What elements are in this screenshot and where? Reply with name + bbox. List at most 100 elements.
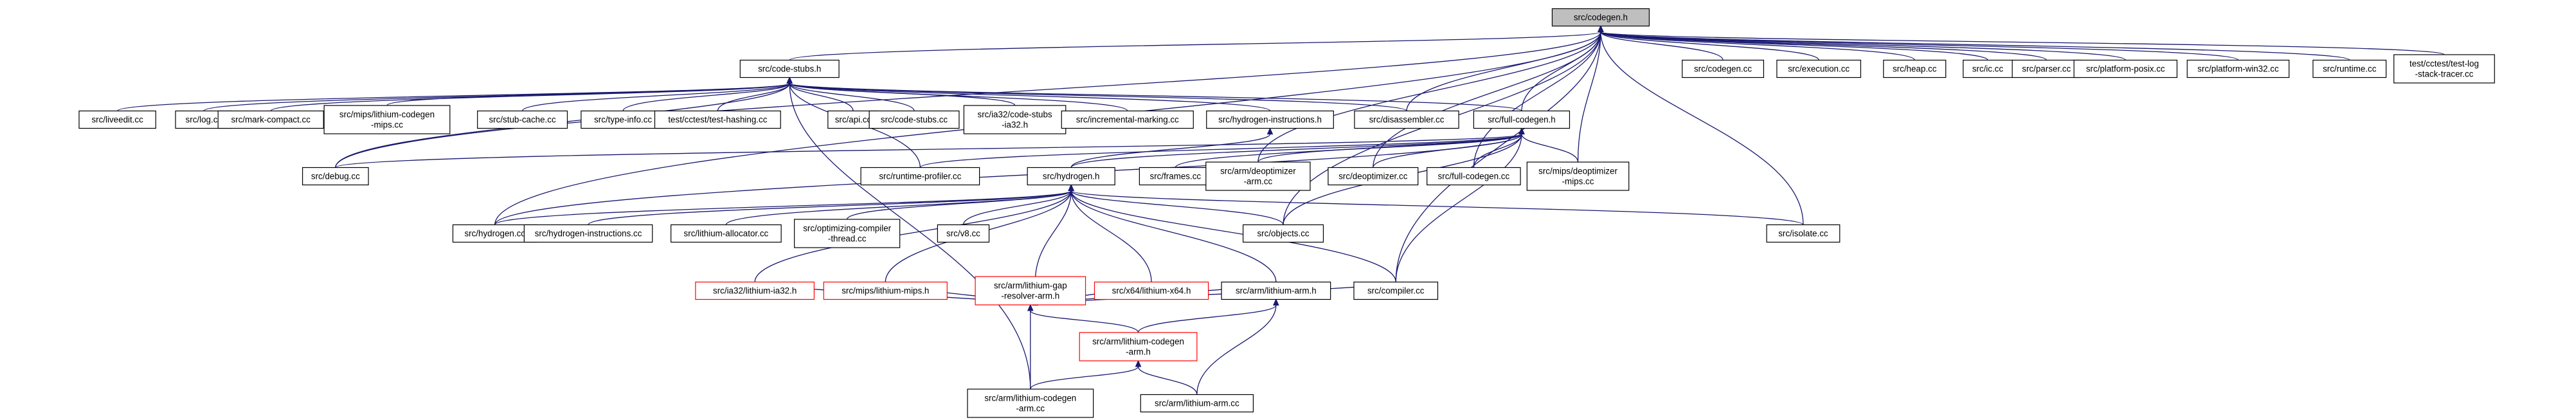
node-disassembler-cc[interactable]: src/disassembler.cc bbox=[1354, 110, 1459, 129]
node-hydrogen-instructions-cc[interactable]: src/hydrogen-instructions.cc bbox=[523, 224, 653, 243]
node-box bbox=[1353, 281, 1439, 300]
edge-mips_deoptimizer_cc-to-codegen_h bbox=[1577, 25, 1604, 163]
node-label: src/v8.cc bbox=[946, 229, 980, 239]
node-type-info-cc[interactable]: src/type-info.cc bbox=[581, 110, 665, 129]
node-label: -ia32.h bbox=[1002, 120, 1028, 130]
node-arm-lithium-codegen-cc[interactable]: src/arm/lithium-codegen-arm.cc bbox=[967, 388, 1094, 418]
node-test-hashing-cc[interactable]: test/cctest/test-hashing.cc bbox=[654, 110, 781, 129]
node-label: src/arm/deoptimizer bbox=[1220, 167, 1296, 176]
node-box bbox=[1243, 224, 1324, 243]
node-frames-cc[interactable]: src/frames.cc bbox=[1139, 167, 1212, 186]
node-arm-lithium-arm-h[interactable]: src/arm/lithium-arm.h bbox=[1221, 281, 1331, 300]
node-arm-lithium-gap-resolver-h[interactable]: src/arm/lithium-gap-resolver-arm.h bbox=[975, 276, 1086, 306]
node-compiler-cc[interactable]: src/compiler.cc bbox=[1353, 281, 1439, 300]
node-ia32-code-stubs-h[interactable]: src/ia32/code-stubs-ia32.h bbox=[963, 105, 1067, 134]
node-runtime-profiler-cc[interactable]: src/runtime-profiler.cc bbox=[860, 167, 980, 186]
node-code-stubs-cc[interactable]: src/code-stubs.cc bbox=[869, 110, 960, 129]
node-codegen-cc[interactable]: src/codegen.cc bbox=[1682, 59, 1764, 78]
node-code-stubs-h[interactable]: src/code-stubs.h bbox=[739, 59, 840, 78]
edge-parser_cc-to-codegen_h bbox=[1598, 25, 2047, 61]
node-hydrogen-cc[interactable]: src/hydrogen.cc bbox=[452, 224, 537, 243]
edge-arm_lithium_codegen_h-to-arm_lithium_gap_resolver_h bbox=[1027, 304, 1139, 333]
node-arm-deoptimizer-cc[interactable]: src/arm/deoptimizer-arm.cc bbox=[1205, 161, 1311, 191]
node-platform-posix-cc[interactable]: src/platform-posix.cc bbox=[2073, 59, 2177, 78]
arrowhead bbox=[1598, 25, 1604, 32]
node-label: -thread.cc bbox=[828, 234, 867, 244]
edge-lithium_allocator_cc-to-hydrogen_h bbox=[725, 184, 1074, 226]
node-label: src/parser.cc bbox=[2022, 64, 2071, 74]
node-v8-cc[interactable]: src/v8.cc bbox=[937, 224, 990, 243]
node-full-codegen-cc[interactable]: src/full-codegen.cc bbox=[1427, 167, 1521, 186]
edge-api_cc-to-code_stubs_h bbox=[786, 77, 854, 111]
edge-line bbox=[1373, 32, 1601, 168]
edge-line bbox=[754, 190, 1072, 282]
node-arm-lithium-codegen-h[interactable]: src/arm/lithium-codegen-arm.h bbox=[1079, 332, 1198, 361]
edge-line bbox=[1070, 190, 1804, 226]
edge-line bbox=[622, 82, 790, 111]
node-execution-cc[interactable]: src/execution.cc bbox=[1776, 59, 1861, 78]
edge-line bbox=[789, 82, 1128, 112]
node-full-codegen-h[interactable]: src/full-codegen.h bbox=[1473, 110, 1571, 129]
node-box bbox=[1427, 167, 1521, 186]
node-label: src/ia32/lithium-ia32.h bbox=[713, 286, 797, 296]
node-codegen-h[interactable]: src/codegen.h bbox=[1551, 8, 1650, 27]
edge-arm_lithium_codegen_cc-to-arm_lithium_codegen_h bbox=[1030, 360, 1142, 390]
node-isolate-cc[interactable]: src/isolate.cc bbox=[1766, 224, 1841, 243]
node-box bbox=[477, 110, 568, 129]
node-label: src/compiler.cc bbox=[1367, 286, 1425, 296]
node-optimizing-compiler-thread-cc[interactable]: src/optimizing-compiler-thread.cc bbox=[794, 219, 901, 248]
node-debug-cc[interactable]: src/debug.cc bbox=[302, 167, 369, 186]
edge-v8_cc-to-hydrogen_h bbox=[962, 184, 1074, 225]
node-arm-lithium-arm-cc[interactable]: src/arm/lithium-arm.cc bbox=[1140, 394, 1254, 413]
node-lithium-allocator-cc[interactable]: src/lithium-allocator.cc bbox=[671, 224, 782, 243]
node-platform-win32-cc[interactable]: src/platform-win32.cc bbox=[2186, 59, 2290, 78]
edge-line bbox=[1600, 31, 1819, 60]
edge-line bbox=[1600, 31, 2445, 55]
arrowhead bbox=[1068, 184, 1074, 191]
edge-line bbox=[1196, 305, 1277, 395]
node-box bbox=[967, 388, 1094, 418]
node-test-log-stack-tracer[interactable]: test/cctest/test-log-stack-tracer.cc bbox=[2393, 54, 2495, 84]
edge-compiler_cc-to-lithium_h bbox=[1032, 281, 1396, 306]
node-mips-lithium-mips-h[interactable]: src/mips/lithium-mips.h bbox=[823, 281, 948, 300]
node-liveedit-cc[interactable]: src/liveedit.cc bbox=[78, 110, 156, 129]
node-box bbox=[523, 224, 653, 243]
edge-arm_deoptimizer_cc-to-codegen_h bbox=[1257, 25, 1604, 163]
node-label: src/platform-posix.cc bbox=[2086, 64, 2165, 74]
node-box bbox=[1140, 394, 1254, 413]
node-mark-compact-cc[interactable]: src/mark-compact.cc bbox=[217, 110, 324, 129]
node-mips-deoptimizer-cc[interactable]: src/mips/deoptimizer-mips.cc bbox=[1526, 161, 1630, 191]
node-objects-cc[interactable]: src/objects.cc bbox=[1243, 224, 1324, 243]
node-box bbox=[581, 110, 665, 129]
node-parser-cc[interactable]: src/parser.cc bbox=[2012, 59, 2081, 78]
node-incremental-marking-cc[interactable]: src/incremental-marking.cc bbox=[1061, 110, 1194, 129]
node-runtime-cc[interactable]: src/runtime.cc bbox=[2312, 59, 2387, 78]
node-ia32-lithium-ia32-h[interactable]: src/ia32/lithium-ia32.h bbox=[695, 281, 815, 300]
node-box bbox=[2073, 59, 2177, 78]
node-x64-lithium-x64-h[interactable]: src/x64/lithium-x64.h bbox=[1094, 281, 1209, 300]
edge-line bbox=[1070, 133, 1271, 168]
node-deoptimizer-cc[interactable]: src/deoptimizer.cc bbox=[1328, 167, 1419, 186]
edge-compiler_cc-to-full_codegen_h bbox=[1395, 127, 1525, 282]
node-ic-cc[interactable]: src/ic.cc bbox=[1963, 59, 2013, 78]
edge-line bbox=[1395, 32, 1601, 282]
node-label: src/ic.cc bbox=[1972, 64, 2004, 74]
node-box bbox=[869, 110, 960, 129]
edge-line bbox=[717, 83, 790, 111]
edge-line bbox=[494, 134, 1522, 225]
node-mips-lithium-codegen-cc[interactable]: src/mips/lithium-codegen-mips.cc bbox=[323, 105, 451, 134]
edge-line bbox=[335, 133, 1522, 169]
edge-arm_lithium_codegen_h-to-arm_lithium_arm_h bbox=[1137, 298, 1279, 333]
node-stub-cache-cc[interactable]: src/stub-cache.cc bbox=[477, 110, 568, 129]
edge-line bbox=[1473, 134, 1522, 168]
node-box bbox=[2012, 59, 2081, 78]
node-box bbox=[1139, 167, 1212, 186]
edge-objects_cc-to-hydrogen_h bbox=[1068, 184, 1284, 225]
edge-compiler_cc-to-hydrogen_h bbox=[1068, 184, 1396, 282]
node-box bbox=[1079, 332, 1198, 361]
node-hydrogen-instructions-h[interactable]: src/hydrogen-instructions.h bbox=[1206, 110, 1334, 129]
edge-x64_lithium_x64_h-to-hydrogen_h bbox=[1068, 184, 1152, 282]
node-hydrogen-h[interactable]: src/hydrogen.h bbox=[1027, 167, 1115, 186]
node-label: src/incremental-marking.cc bbox=[1076, 115, 1179, 125]
node-heap-cc[interactable]: src/heap.cc bbox=[1883, 59, 1947, 78]
